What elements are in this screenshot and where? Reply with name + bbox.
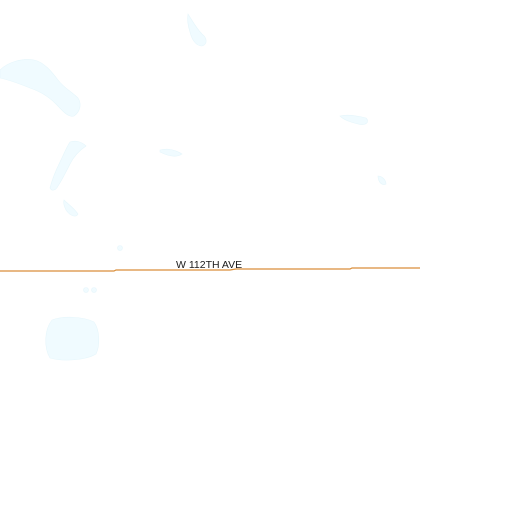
road-w-112th-ave[interactable] <box>0 267 420 272</box>
water-stream-west <box>49 140 87 191</box>
water-stream-west-tail <box>63 199 79 217</box>
labels: W 112TH AVE <box>176 259 242 271</box>
water-pond-northwest <box>0 59 81 117</box>
water-lake-southwest <box>45 316 100 361</box>
water-pond-far-east <box>377 175 387 185</box>
water-dot-1 <box>117 245 123 251</box>
water-dot-3 <box>91 287 97 293</box>
road-label-w-112th-ave: W 112TH AVE <box>176 259 242 271</box>
water-features <box>0 13 387 361</box>
water-pond-center <box>159 148 183 157</box>
water-pond-east <box>339 114 368 125</box>
water-dot-2 <box>83 287 89 293</box>
roads <box>0 267 420 272</box>
water-pond-north <box>187 13 207 47</box>
